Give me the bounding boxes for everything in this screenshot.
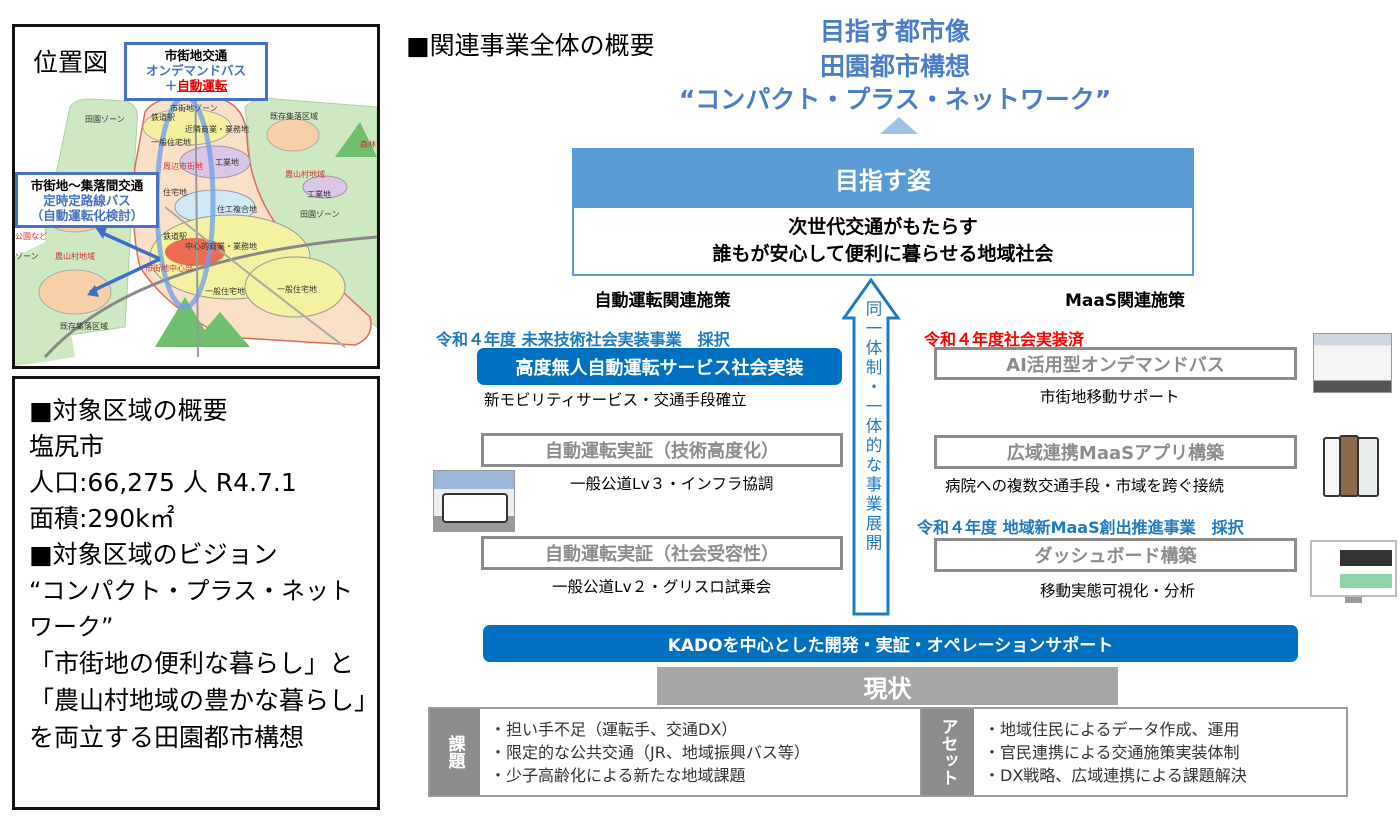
map-label: ゾーン [15,252,39,261]
autonomous-item-2: 自動運転実証（技術高度化） [481,433,843,467]
map-label: 鉄道駅 [151,112,175,122]
callout-line: 市街地交通 [164,48,228,63]
autonomous-heading: 自動運転関連施策 [594,291,731,311]
aim-description: 次世代交通がもたらす 誰もが安心して便利に暮らせる地域社会 [572,208,1194,276]
issue-item: ・少子高齢化による新たな地域課題 [490,766,746,785]
map-label: 中心的商業・業務地 [185,241,257,251]
map-label: 一般住宅地 [205,286,245,296]
map-label: 住工複合地 [217,204,257,214]
section-title: ■関連事業全体の概要 [406,31,655,60]
info-population: 人口:66,275 人 R4.7.1 [29,468,297,497]
callout-line: 定時定路線バス [43,193,131,208]
arrow-text: 同一体制・一体的な事業展開 [863,300,882,554]
maas-app-phones-image [1323,435,1381,498]
info-area: 面積:290k㎡ [29,504,175,533]
current-status-table: 課題 ・担い手不足（運転手、交通DX） ・限定的な公共交通（JR、地域振興バス等… [428,707,1348,797]
autonomous-item-2-desc: 一般公道Lv３・インフラ協調 [570,475,774,493]
maas-item-2-desc: 病院への複数交通手段・市域を跨ぐ接続 [945,477,1225,495]
issues-list: ・担い手不足（運転手、交通DX） ・限定的な公共交通（JR、地域振興バス等） ・… [480,709,920,795]
map-label: 既存集落区域 [270,111,318,121]
up-arrow-icon [842,278,901,616]
maas-item-1: AI活用型オンデマンドバス [934,347,1297,380]
autonomous-bus-photo [433,470,515,532]
aim-line: 次世代交通がもたらす [788,216,978,238]
map-illustration: 田園ゾーン 市街地ゾーン 鉄道駅 近隣商業・業務地 一般住宅地 既存集落区域 森… [15,46,377,366]
maas-item-2: 広域連携MaaSアプリ構築 [934,435,1297,469]
autonomous-item-1: 高度無人自動運転サービス社会実装 [477,348,842,385]
ondemand-bus-photo [1313,333,1392,393]
autonomous-item-3-desc: 一般公道Lv２・グリスロ試乗会 [552,578,772,596]
map-label: 鉄道駅 [163,231,187,241]
map-title: 位置図 [33,48,109,77]
maas-adopted-label: 令和４年度 地域新MaaS創出推進事業 採択 [917,518,1244,537]
callout-highlight: 自動運転 [177,78,228,93]
map-label: 市街地ゾーン [170,103,218,113]
maas-implemented-label: 令和４年度社会実装済 [924,330,1085,349]
kado-support-bar: KADOを中心とした開発・実証・オペレーションサポート [483,625,1298,662]
asset-item: ・地域住民によるデータ作成、運用 [984,720,1240,739]
goal-slogan: “コンパクト・プラス・ネットワーク” [678,85,1112,114]
dashboard-monitor-image [1310,540,1397,606]
callout-line: （自動運転化検討） [30,208,144,223]
map-label: 市街地中心部 [145,263,193,273]
issue-item: ・担い手不足（運転手、交通DX） [490,720,738,739]
location-map: 田園ゾーン 市街地ゾーン 鉄道駅 近隣商業・業務地 一般住宅地 既存集落区域 森… [12,24,380,369]
info-heading: ■対象区域の概要 [29,396,228,425]
maas-heading: MaaS関連施策 [1064,291,1186,311]
map-label: 田園ゾーン [300,210,340,219]
map-label: 田園ゾーン [85,115,125,124]
intercity-transport-callout: 市街地～集落間交通 定時定路線バス （自動運転化検討） [15,172,159,228]
assets-label: アセット [920,709,974,795]
maas-item-3-desc: 移動実態可視化・分析 [1040,582,1196,600]
assets-list: ・地域住民によるデータ作成、運用 ・官民連携による交通施策実装体制 ・DX戦略、… [974,709,1346,795]
issue-item: ・限定的な公共交通（JR、地域振興バス等） [490,743,810,762]
map-label: 農山村地域 [285,169,325,179]
aim-line: 誰もが安心して便利に暮らせる地域社会 [712,243,1054,265]
map-label: 住宅地 [163,187,187,197]
map-label: 森林 [360,139,376,149]
map-label: 一般住宅地 [151,137,191,147]
callout-line: 市街地～集落間交通 [30,178,144,193]
goal-city: 目指す都市像 [819,17,970,46]
current-status-bar: 現状 [657,667,1118,705]
area-overview-box: ■対象区域の概要 塩尻市 人口:66,275 人 R4.7.1 面積:290k㎡… [12,376,380,810]
map-label: 農山村地域 [55,251,95,261]
urban-transport-callout: 市街地交通 オンデマンドバス ＋自動運転 [124,42,268,101]
map-label: 周辺市街地 [163,161,203,171]
autonomous-item-1-desc: 新モビリティサービス・交通手段確立 [484,391,747,409]
info-heading: ■対象区域のビジョン [29,540,278,569]
issues-label: 課題 [430,709,480,795]
info-vision-slogan: “コンパクト・プラス・ネットワーク” [29,577,353,641]
autonomous-adopted-label: 令和４年度 未来技術社会実装事業 採択 [436,330,730,349]
callout-line: オンデマンドバス [145,63,246,78]
map-label: 既存集落区域 [60,321,108,331]
goal-concept: 田園都市構想 [819,52,970,81]
maas-item-3: ダッシュボード構築 [934,538,1297,572]
maas-item-1-desc: 市街地移動サポート [1040,388,1180,406]
map-label: 工業地 [215,157,239,167]
aim-title: 目指す姿 [572,148,1194,208]
map-label: 一般住宅地 [277,284,317,294]
map-label: 近隣商業・業務地 [185,124,249,134]
map-label: 公園など [15,232,47,241]
info-vision-text: 「市街地の便利な暮らし」と「農山村地域の豊かな暮らし」を両立する田園都市構想 [29,649,367,752]
map-label: 工業地 [307,189,331,199]
up-triangle-icon [880,117,918,134]
autonomous-item-3: 自動運転実証（社会受容性） [481,536,843,570]
callout-prefix: ＋ [164,78,178,93]
asset-item: ・官民連携による交通施策実装体制 [984,743,1240,762]
info-city: 塩尻市 [29,432,105,461]
asset-item: ・DX戦略、広域連携による課題解決 [984,766,1247,785]
